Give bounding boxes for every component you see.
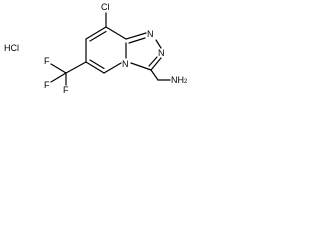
nitrogen-n2-label: N	[158, 48, 165, 58]
nitrogen-n1-label: N	[147, 29, 154, 39]
bond-c8a-n1	[125, 32, 147, 40]
bond-n2-c3	[150, 57, 162, 71]
amine-subscript: 2	[184, 79, 188, 85]
nitrogen-bridge-label: N	[122, 59, 129, 69]
fluorine-label-bottom: F	[63, 85, 69, 94]
salt-label: HCl	[4, 43, 19, 53]
bond-c5-n4	[103, 62, 122, 74]
pyridine-ring	[85, 26, 127, 74]
bond-c8-c7	[85, 26, 107, 40]
bond-c3-n4	[130, 62, 152, 71]
bond-c8a-n1-inner	[128, 37, 146, 44]
triazole-ring	[125, 32, 162, 71]
amine-nh: NH	[171, 75, 184, 85]
bond-cf3-f1	[50, 63, 67, 74]
bond-c5-c6-inner	[89, 59, 105, 70]
chlorine-label: Cl	[101, 2, 110, 12]
bond-n1-n2	[155, 39, 162, 49]
fluorine-label-left: F	[44, 80, 50, 90]
bond-c6-cf3	[65, 61, 87, 74]
bond-c3-ch2	[150, 69, 159, 81]
bond-c6-c5	[85, 61, 105, 74]
bond-n2-c3-inner	[148, 56, 158, 67]
bond-c8-c8a	[105, 26, 127, 40]
bond-c7-c8-inner	[89, 30, 107, 42]
substituent-bonds	[50, 12, 171, 86]
amine-label: NH2	[171, 75, 188, 85]
bond-cf3-f2	[50, 72, 67, 83]
structure-diagram: Cl F F F N N N NH2 HCl	[4, 2, 188, 94]
fluorine-label-top: F	[44, 56, 50, 66]
